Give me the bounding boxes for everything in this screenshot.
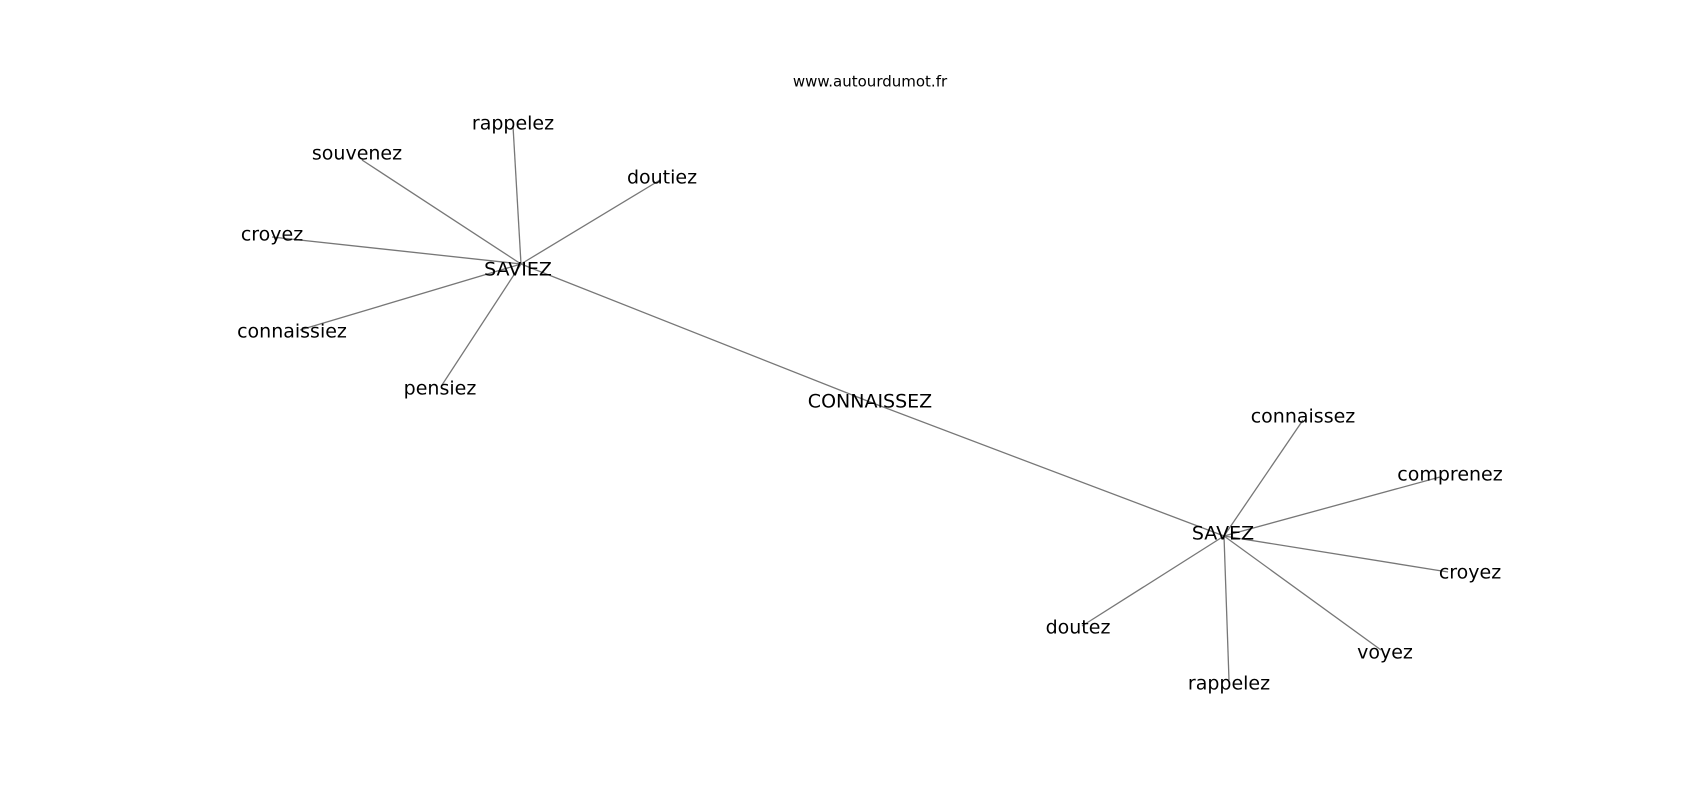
node-neighbor-savez-comprenez[interactable]: comprenez — [1397, 464, 1502, 486]
node-neighbor-savez-voyez[interactable]: voyez — [1357, 642, 1413, 664]
node-neighbor-saviez-doutiez[interactable]: doutiez — [627, 167, 697, 189]
graph-labels: www.autourdumot.fr CONNAISSEZ SAVIEZ rappe… — [237, 73, 1503, 695]
edge-savez-to-connaissez — [1223, 419, 1304, 537]
edge-savez-to-rappelez — [1223, 535, 1230, 681]
edge-center-to-saviez — [520, 263, 871, 403]
node-neighbor-savez-croyez[interactable]: croyez — [1439, 562, 1501, 584]
node-center[interactable]: CONNAISSEZ — [808, 391, 932, 413]
node-neighbor-savez-doutez[interactable]: doutez — [1046, 617, 1111, 639]
edge-center-to-savez — [869, 401, 1225, 537]
node-neighbor-saviez-croyez[interactable]: croyez — [241, 224, 303, 246]
node-neighbor-saviez-rappelez[interactable]: rappelez — [472, 113, 554, 135]
edge-saviez-to-doutiez — [520, 179, 661, 265]
node-neighbor-savez-rappelez[interactable]: rappelez — [1188, 673, 1270, 695]
edge-savez-to-croyez — [1223, 535, 1449, 573]
graph-edges — [271, 125, 1449, 681]
edge-saviez-to-croyez — [271, 236, 522, 265]
edge-saviez-to-pensiez — [441, 263, 522, 386]
edge-savez-to-voyez — [1223, 535, 1382, 651]
node-neighbor-saviez-pensiez[interactable]: pensiez — [404, 378, 477, 400]
source-watermark: www.autourdumot.fr — [793, 73, 948, 91]
edge-savez-to-comprenez — [1223, 476, 1441, 537]
node-hub-savez[interactable]: SAVEZ — [1192, 523, 1254, 545]
node-hub-saviez[interactable]: SAVIEZ — [484, 259, 552, 281]
edge-saviez-to-rappelez — [512, 125, 522, 265]
edge-saviez-to-connaissiez — [299, 263, 522, 331]
edge-saviez-to-souvenez — [361, 159, 522, 265]
node-neighbor-saviez-souvenez[interactable]: souvenez — [312, 143, 402, 165]
node-neighbor-savez-connaissez[interactable]: connaissez — [1251, 406, 1356, 428]
node-neighbor-saviez-connaissiez[interactable]: connaissiez — [237, 321, 347, 343]
edge-savez-to-doutez — [1081, 535, 1225, 627]
